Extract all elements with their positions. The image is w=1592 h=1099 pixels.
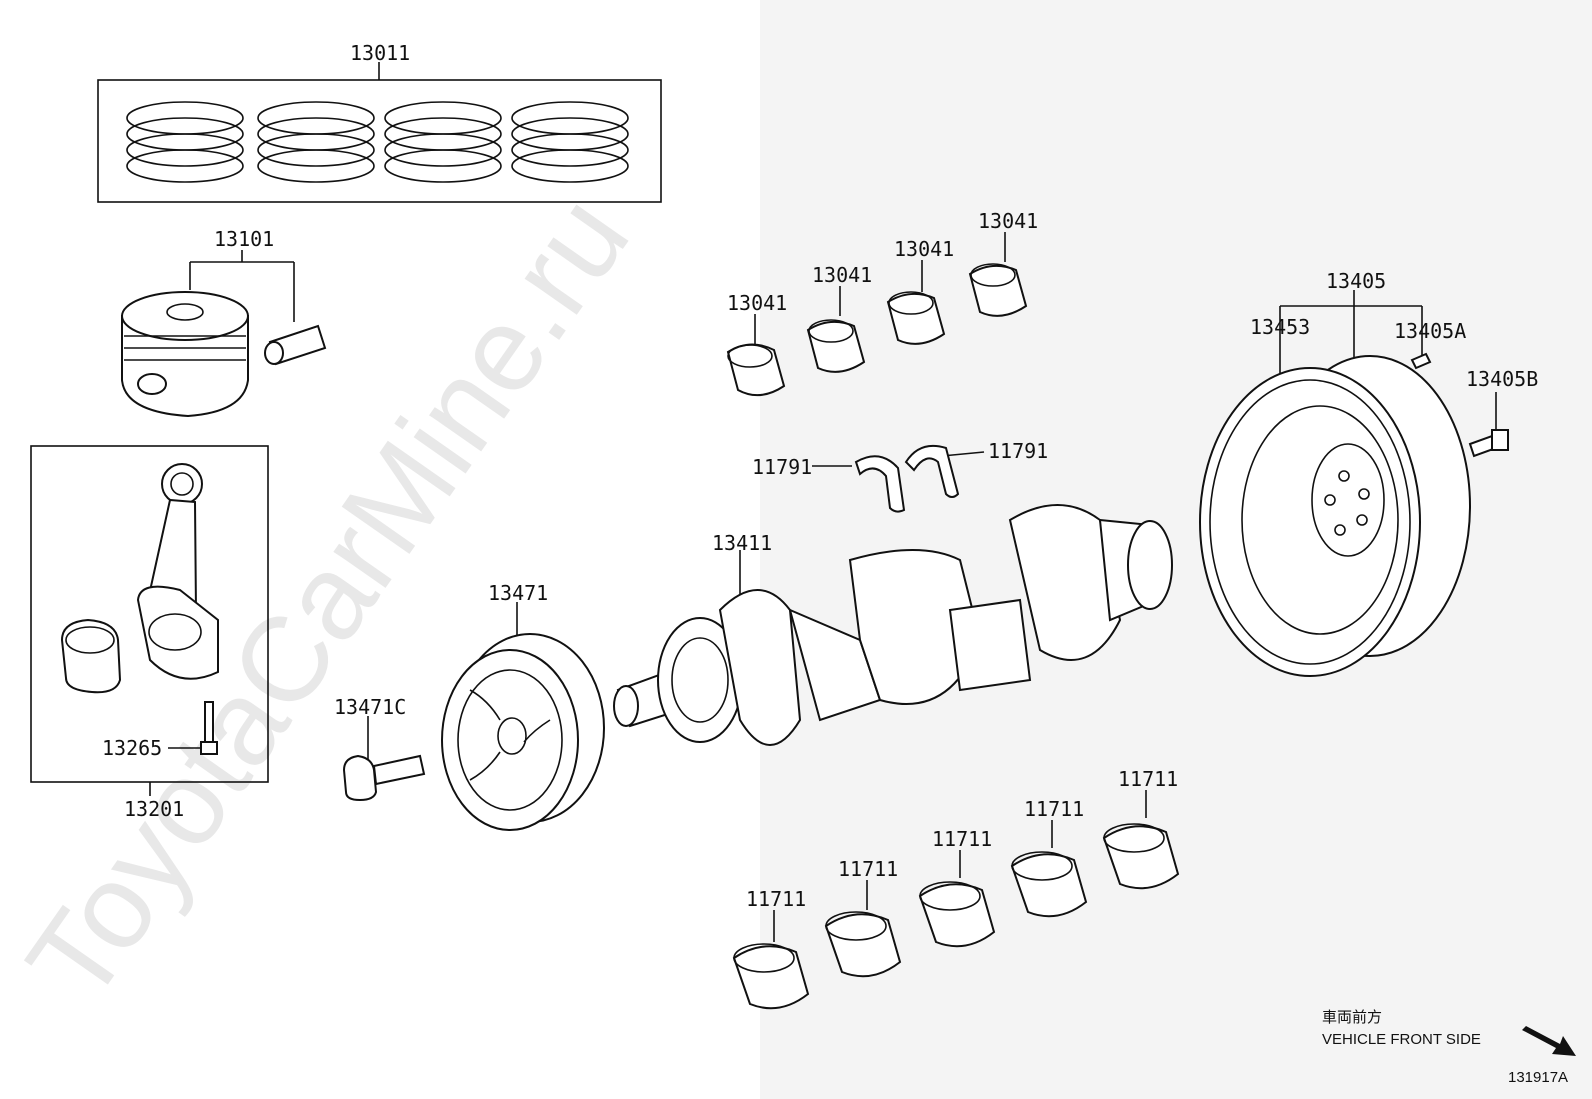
watermark-text: ToyotaCarMine.ru bbox=[2, 172, 655, 1025]
main-bearing-3[interactable] bbox=[918, 850, 996, 948]
label-11711-1[interactable]: 11711 bbox=[746, 887, 806, 911]
main-bearing-1[interactable] bbox=[732, 910, 810, 1010]
flywheel-dowel-pin[interactable] bbox=[1410, 352, 1432, 370]
label-11711-4[interactable]: 11711 bbox=[1024, 797, 1084, 821]
pulley-bolt[interactable] bbox=[342, 716, 426, 802]
flywheel-assembly[interactable] bbox=[1199, 290, 1471, 677]
label-13041-4[interactable]: 13041 bbox=[978, 209, 1038, 233]
label-13101[interactable]: 13101 bbox=[214, 227, 274, 251]
conrod-bearing-4[interactable] bbox=[968, 232, 1028, 317]
label-13405[interactable]: 13405 bbox=[1326, 269, 1386, 293]
label-13201[interactable]: 13201 bbox=[124, 797, 184, 821]
label-13471[interactable]: 13471 bbox=[488, 581, 548, 605]
label-11791-1[interactable]: 11791 bbox=[752, 455, 812, 479]
conrod-bearing-2[interactable] bbox=[806, 286, 866, 373]
label-13041-2[interactable]: 13041 bbox=[812, 263, 872, 287]
connecting-rod-assembly[interactable] bbox=[30, 445, 269, 796]
figure-id: 131917A bbox=[1508, 1069, 1568, 1086]
piston-with-pin[interactable] bbox=[121, 250, 327, 418]
piston-ring-set[interactable] bbox=[97, 62, 662, 203]
main-bearing-2[interactable] bbox=[824, 880, 902, 978]
crankshaft-pulley[interactable] bbox=[441, 602, 605, 831]
conrod-bearing-3[interactable] bbox=[886, 260, 946, 345]
label-13265[interactable]: 13265 bbox=[102, 736, 162, 760]
flywheel-bolt[interactable] bbox=[1468, 392, 1509, 458]
label-11711-2[interactable]: 11711 bbox=[838, 857, 898, 881]
label-13471C[interactable]: 13471C bbox=[334, 695, 406, 719]
label-13011[interactable]: 13011 bbox=[350, 41, 410, 65]
main-bearing-4[interactable] bbox=[1010, 820, 1088, 918]
main-bearing-5[interactable] bbox=[1102, 790, 1180, 890]
label-11711-5[interactable]: 11711 bbox=[1118, 767, 1178, 791]
label-11711-3[interactable]: 11711 bbox=[932, 827, 992, 851]
thrust-washer-1[interactable] bbox=[812, 455, 906, 513]
label-13405A[interactable]: 13405A bbox=[1394, 319, 1466, 343]
label-11791-2[interactable]: 11791 bbox=[988, 439, 1048, 463]
vehicle-front-arrow-icon bbox=[1522, 1026, 1576, 1056]
label-13411[interactable]: 13411 bbox=[712, 531, 772, 555]
direction-label-english: VEHICLE FRONT SIDE bbox=[1322, 1031, 1481, 1048]
thrust-washer-2[interactable] bbox=[904, 444, 985, 498]
label-13041-1[interactable]: 13041 bbox=[727, 291, 787, 315]
direction-label-japanese: 車両前方 bbox=[1322, 1009, 1382, 1026]
conrod-bearing-1[interactable] bbox=[726, 314, 786, 397]
label-13041-3[interactable]: 13041 bbox=[894, 237, 954, 261]
crankshaft[interactable] bbox=[613, 504, 1173, 746]
label-13453[interactable]: 13453 bbox=[1250, 315, 1310, 339]
label-13405B[interactable]: 13405B bbox=[1466, 367, 1538, 391]
